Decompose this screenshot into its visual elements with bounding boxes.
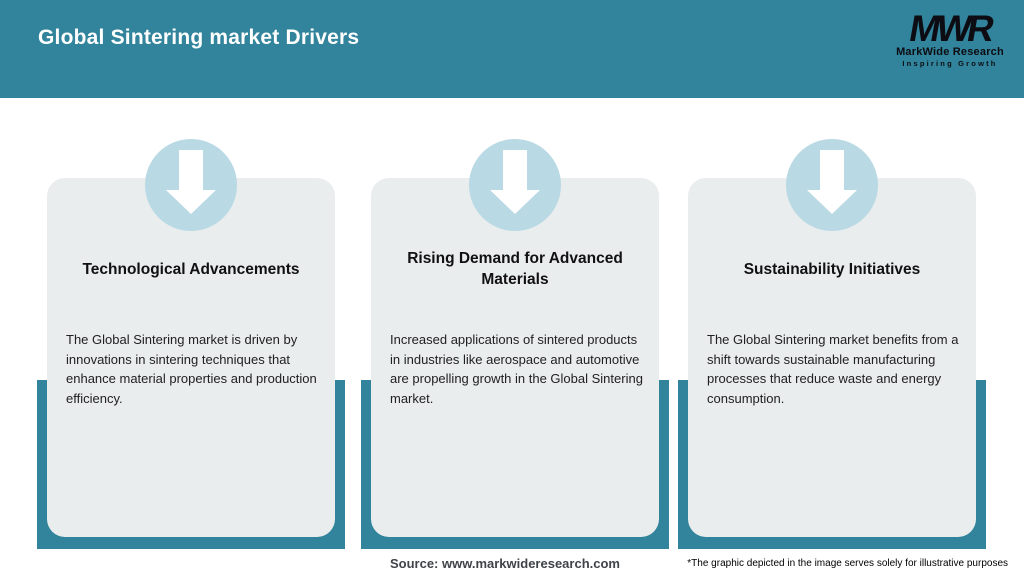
driver-card-sustainability: Sustainability Initiatives The Global Si… bbox=[688, 178, 976, 537]
card-title: Technological Advancements bbox=[82, 260, 300, 278]
card-description: The Global Sintering market benefits fro… bbox=[707, 332, 959, 406]
logo-tagline: Inspiring Growth bbox=[902, 59, 998, 68]
driver-card-rising-demand: Rising Demand for Advanced Materials Inc… bbox=[371, 178, 659, 537]
card-description: Increased applications of sintered produ… bbox=[390, 332, 643, 406]
logo-monogram: MWR bbox=[906, 8, 994, 49]
logo-company-name: MarkWide Research bbox=[896, 46, 1004, 58]
header-bar: Global Sintering market Drivers MWR Mark… bbox=[0, 0, 1024, 98]
down-arrow-icon bbox=[469, 139, 561, 231]
markwide-research-logo: MWR MarkWide Research Inspiring Growth bbox=[890, 8, 1010, 68]
page-title: Global Sintering market Drivers bbox=[38, 26, 360, 49]
card-title: Rising Demand for Advanced Materials bbox=[407, 250, 623, 288]
disclaimer-note: *The graphic depicted in the image serve… bbox=[687, 558, 1008, 569]
card-description: The Global Sintering market is driven by… bbox=[66, 332, 317, 406]
driver-card-technological-advancements: Technological Advancements The Global Si… bbox=[47, 178, 335, 537]
card-title: Sustainability Initiatives bbox=[743, 260, 921, 278]
down-arrow-icon bbox=[786, 139, 878, 231]
source-attribution: Source: www.markwideresearch.com bbox=[389, 556, 620, 571]
down-arrow-icon bbox=[145, 139, 237, 231]
